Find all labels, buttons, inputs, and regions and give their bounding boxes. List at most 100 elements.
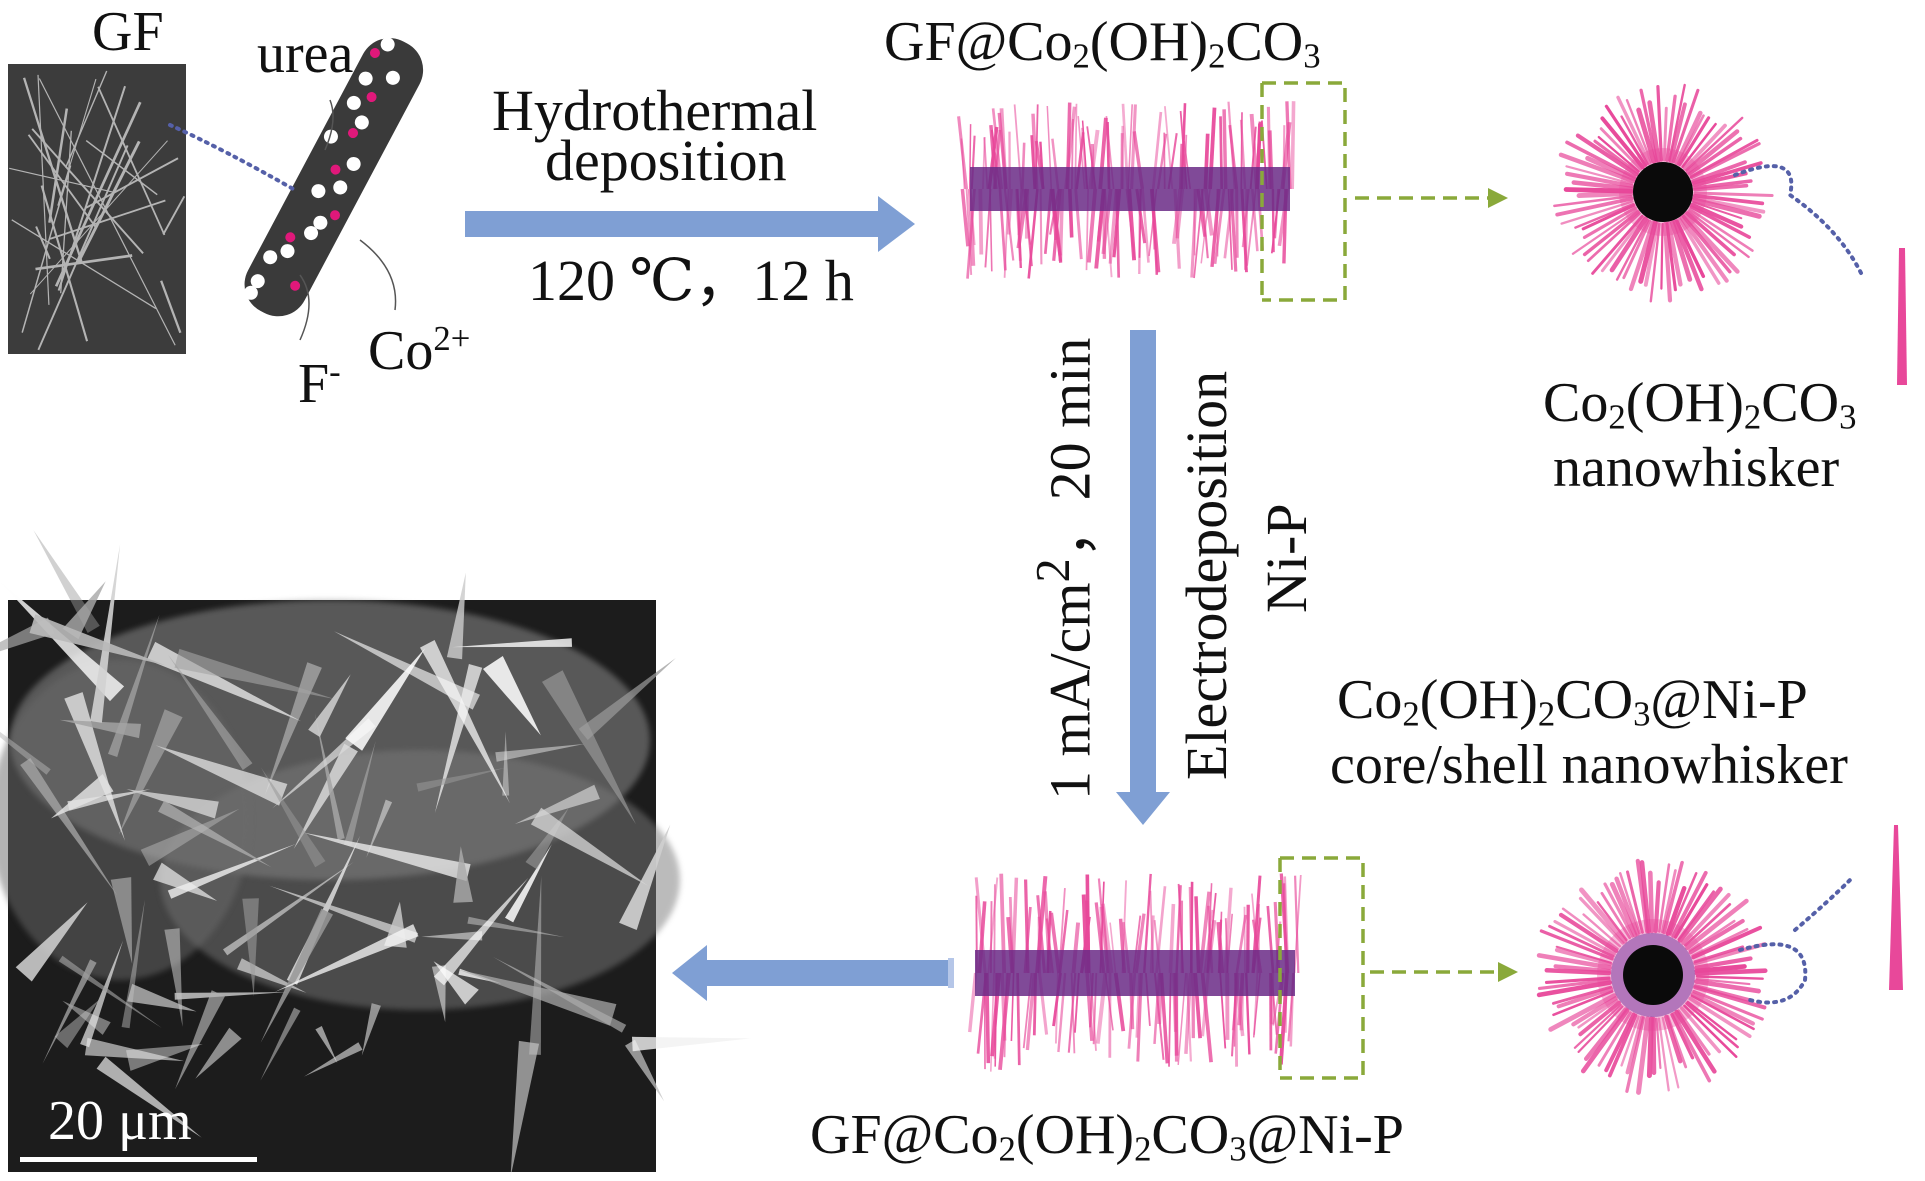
- urea-dot: [290, 280, 301, 291]
- gf-fiber-strand: [29, 140, 168, 295]
- urchin-spike: [1694, 979, 1761, 994]
- urchin-spike: [1586, 212, 1641, 263]
- core-shell-label: core/shell nanowhisker: [1330, 734, 1848, 796]
- urea-dot: [330, 210, 341, 221]
- urchin-spike: [1694, 968, 1768, 976]
- urchin-spike: [1558, 912, 1619, 954]
- urchin-spike: [1582, 913, 1622, 948]
- gf-fiber-strand: [48, 108, 69, 223]
- urchin-spike: [1666, 221, 1683, 287]
- urchin-spike: [1671, 1011, 1712, 1083]
- urea-dot: [385, 70, 400, 85]
- urchin-spike: [1622, 219, 1652, 280]
- urchin-spike: [1691, 925, 1763, 960]
- urchin-spike: [1643, 221, 1660, 287]
- urchin-spike: [1551, 985, 1613, 1005]
- urchin-spike: [1574, 202, 1635, 229]
- urchin-spike: [1565, 165, 1634, 185]
- ni-p-label: Ni-P: [1254, 503, 1319, 613]
- sem-crystal-spike: [458, 969, 617, 1026]
- sem-crystal-spike: [110, 877, 133, 964]
- gf-co2oh2co3-label: GF@Co2(OH)2CO3: [884, 11, 1321, 76]
- dashed-bracket-top: [1260, 81, 1347, 302]
- urchin-spike: [1571, 209, 1638, 255]
- urchin-spike: [1657, 1017, 1670, 1092]
- urchin-spike: [1614, 876, 1640, 936]
- urea-dot: [280, 244, 295, 259]
- sem-crystal-spike: [174, 648, 335, 699]
- urchin-spike: [1665, 885, 1687, 936]
- sem-crystal-spike: [514, 784, 600, 824]
- urchin-spike: [1580, 1008, 1630, 1074]
- urchin-spike: [1674, 110, 1703, 166]
- urchin-spike: [1537, 978, 1611, 990]
- sem-crystal-spike: [54, 999, 100, 1049]
- urchin-spike: [1681, 892, 1731, 945]
- urchin-spike: [1677, 217, 1721, 285]
- urchin-spike: [1687, 136, 1743, 176]
- hydrothermal-arrow: [465, 196, 915, 252]
- scale-bar-line: [20, 1157, 257, 1162]
- urchin-spike: [1686, 1000, 1738, 1041]
- gf-fiber-strand: [37, 74, 50, 305]
- fiber-core-bottom: [975, 950, 1295, 996]
- urchin-spike: [1639, 860, 1651, 934]
- urchin-spike: [1620, 1015, 1640, 1067]
- gf-fiber-strand: [37, 145, 129, 351]
- urchin-core-bottom: [1623, 945, 1683, 1005]
- urea-dot: [250, 274, 265, 289]
- urchin-spike: [1655, 1017, 1662, 1070]
- urchin-spike: [1539, 929, 1614, 961]
- nanowhisker-label: nanowhisker: [1553, 437, 1840, 499]
- scale-bar-label: 20 μm: [48, 1090, 192, 1152]
- dashed-arrow-bottom: [1370, 962, 1518, 982]
- gf-co2oh2co3-nip-label: GF@Co2(OH)2CO3@Ni-P: [810, 1104, 1404, 1169]
- sem-crystal-spike: [483, 656, 541, 736]
- urchin-spike: [1678, 116, 1711, 167]
- urchin-spike: [1691, 161, 1763, 185]
- urchin-spike: [1604, 1012, 1636, 1073]
- urchin-spike: [1682, 213, 1740, 274]
- urea-dot: [358, 71, 373, 86]
- urchin-spike: [1565, 171, 1634, 189]
- urchin-spike: [1609, 881, 1638, 938]
- urchin-spike: [1665, 94, 1677, 162]
- urchin-spike: [1615, 219, 1650, 281]
- urchin-spike: [1571, 996, 1618, 1027]
- urchin-spike: [1685, 129, 1740, 175]
- urchin-spike: [1688, 996, 1752, 1039]
- sem-crystal-spike: [20, 758, 118, 896]
- sem-crystal-spike: [505, 844, 552, 923]
- sem-crystal-spike: [452, 638, 572, 648]
- sem-crystal-spike: [84, 1037, 185, 1062]
- urea-dot: [313, 215, 328, 230]
- sem-crystal-spike: [632, 1036, 751, 1052]
- urchin-spike: [1646, 1016, 1654, 1079]
- urchin-spike: [1565, 140, 1637, 180]
- urchin-spike: [1552, 990, 1614, 1017]
- sem-crystal-spike: [195, 1027, 242, 1079]
- sem-crystal-spike: [274, 924, 419, 992]
- urchin-spike: [1684, 903, 1732, 947]
- sem-crystal-spike: [90, 544, 121, 723]
- urchin-spike: [1536, 953, 1612, 970]
- urchin-spike: [1687, 210, 1750, 259]
- urchin-spike: [1692, 989, 1764, 1021]
- urea-dot: [348, 128, 359, 139]
- urchin-spike: [1675, 219, 1706, 279]
- urchin-spike: [1653, 880, 1661, 934]
- sem-crystal-spike: [51, 774, 114, 819]
- urchin-spike: [1555, 196, 1634, 217]
- urchin-spike: [1544, 976, 1611, 984]
- sem-crystal-spike: [446, 572, 466, 660]
- urchin-spike: [1671, 88, 1700, 164]
- urchin-spike: [1582, 210, 1640, 257]
- sem-crystal-spike: [0, 581, 125, 702]
- sem-crystal-spike: [0, 731, 51, 775]
- urchin-spike: [1691, 927, 1749, 958]
- urchin-spike: [1576, 190, 1634, 199]
- sem-crystal-spike: [155, 745, 288, 806]
- sem-crystal-spike: [29, 614, 166, 666]
- sem-crystal-spike: [303, 832, 471, 882]
- urchin-spike: [1553, 194, 1633, 208]
